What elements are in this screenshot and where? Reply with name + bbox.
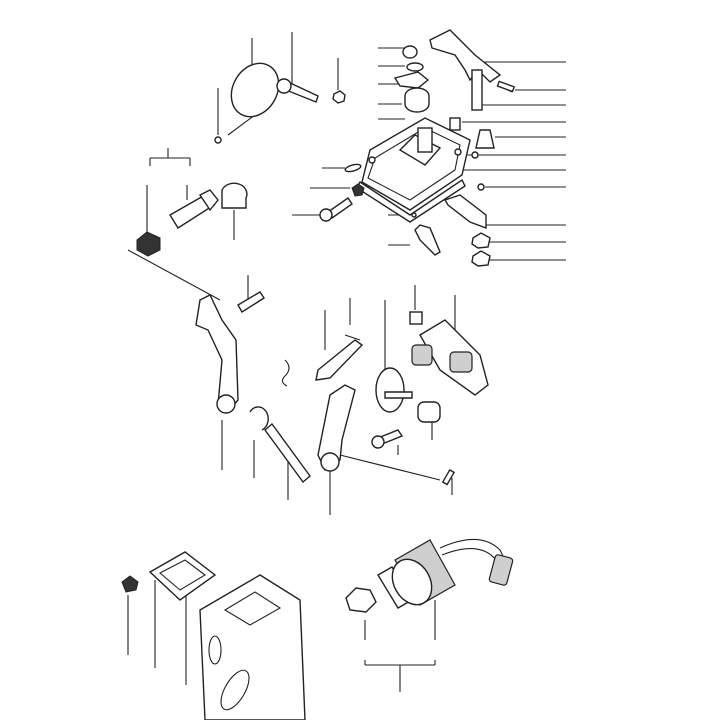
lock-nut xyxy=(345,587,377,613)
spring xyxy=(237,291,265,313)
lever xyxy=(317,384,356,472)
link xyxy=(443,194,487,230)
carburetor-body xyxy=(361,117,471,211)
spring xyxy=(404,87,430,113)
diaphragm xyxy=(230,62,280,118)
throttle-arm xyxy=(195,294,239,413)
housing-assembly xyxy=(121,551,306,720)
cap xyxy=(475,129,495,149)
throttle-lever xyxy=(429,29,502,83)
needle xyxy=(414,224,441,256)
ball xyxy=(214,136,222,144)
left-assembly xyxy=(136,182,364,484)
torsion-spring xyxy=(249,406,269,431)
nut xyxy=(136,231,161,257)
cap xyxy=(221,182,248,209)
connector xyxy=(488,554,514,586)
roller xyxy=(417,401,441,423)
engine-block xyxy=(199,574,306,720)
choke-assembly xyxy=(371,311,489,486)
choke-plate xyxy=(375,367,405,413)
solenoid-assembly xyxy=(345,538,514,613)
upper-assembly xyxy=(214,29,516,267)
link-rod xyxy=(315,339,364,381)
nut xyxy=(332,90,346,104)
pin xyxy=(264,422,311,484)
cover xyxy=(148,551,217,601)
